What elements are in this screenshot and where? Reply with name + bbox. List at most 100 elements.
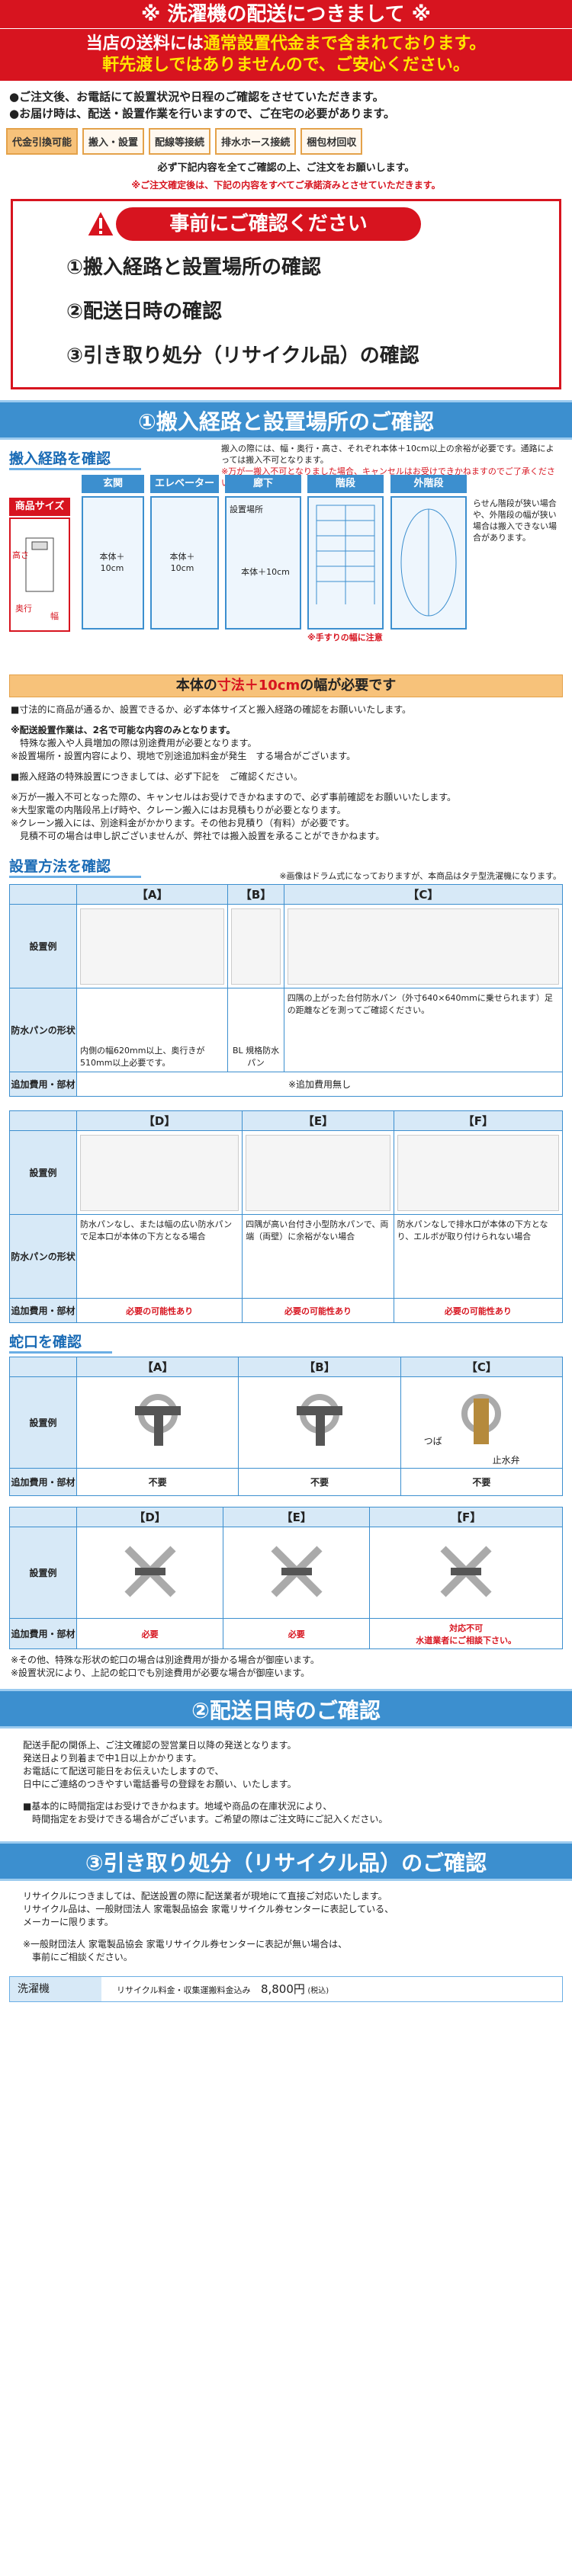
col-header: 【E】	[242, 1110, 394, 1131]
service-tags: 代金引換可能 搬入・設置 配線等接続 排水ホース接続 梱包材回収	[0, 122, 572, 155]
intro-notes: ●ご注文後、お電話にて設置状況や日程のご確認をさせていただきます。 ●お届け時は…	[0, 81, 572, 122]
para-line: 事前にご相談ください。	[23, 1952, 133, 1962]
faucet-image	[238, 1376, 401, 1469]
col-header: 【C】	[400, 1357, 564, 1377]
faucet-image	[223, 1527, 371, 1619]
install-cost: ※追加費用無し	[76, 1072, 563, 1097]
stairs-box	[307, 496, 384, 630]
row-label: 設置例	[9, 1527, 77, 1619]
faucet-note: ※設置状況により、上記の蛇口でも別途費用が必要な場合が御座います。	[11, 1668, 310, 1678]
para-line: 見積不可の場合は申し訳ございませんが、弊社では搬入設置を承ることができかねます。	[11, 831, 385, 841]
fee-row: 洗濯機 リサイクル料金・収集運搬料金込み 8,800円 (税込)	[9, 1976, 563, 2002]
row-label: 追加費用・部材	[9, 1468, 77, 1496]
requirement-text-a: 本体の	[175, 678, 217, 694]
install-note: ※画像はドラム式になっておりますが、本商品はタテ型洗濯機になります。	[279, 871, 561, 881]
para-line: ※配送設置作業は、2名で可能な内容のみとなります。	[11, 725, 236, 735]
elevator-dim: 本体＋10cm	[169, 552, 195, 573]
service-tag: 搬入・設置	[82, 128, 145, 155]
section3-band: ③引き取り処分（リサイクル品）のご確認	[0, 1841, 572, 1881]
faucet-icon	[296, 1394, 342, 1446]
confirm-note: 必ず下記内容を全てご確認の上、ご注文をお願いします。	[157, 162, 415, 174]
pan-desc: 内側の幅620mm以上、奥行きが510mm以上必要です。	[76, 988, 229, 1072]
para-line: ※一般財団法人 家電製品協会 家電リサイクル券センターに表記が無い場合は、	[23, 1939, 348, 1950]
confirm-box: 事前にご確認ください ①搬入経路と設置場所の確認 ②配送日時の確認 ③引き取り処…	[11, 199, 561, 389]
col-header: 【B】	[227, 884, 284, 905]
row-label: 設置例	[9, 904, 77, 988]
faucet-cost: 必要	[76, 1618, 224, 1649]
faucet-cost: 不要	[400, 1468, 564, 1496]
intro-note: ●ご注文後、お電話にて設置状況や日程のご確認をさせていただきます。	[9, 90, 384, 104]
faucet-image	[76, 1527, 224, 1619]
section2-band: ②配送日時のご確認	[0, 1689, 572, 1729]
para-line: 時間指定をお受けできる場合がございます。ご希望の際はご注文時にご記入ください。	[23, 1814, 388, 1825]
faucet-image	[76, 1376, 239, 1469]
install-place-label: 設置場所	[230, 505, 263, 514]
row-label: 防水パンの形状	[9, 988, 77, 1072]
faucet-icon	[461, 1394, 502, 1444]
install-cost: 必要の可能性あり	[393, 1298, 564, 1323]
fee-value: 8,800円	[260, 1982, 305, 1996]
route-label: 外階段	[390, 475, 467, 493]
pan-desc: BL 規格防水パン	[227, 988, 284, 1072]
route-diagram: 商品サイズ 高さ 奥行 幅 玄関 本体＋10cm エレベーター 本体＋10cm …	[9, 475, 563, 673]
row-label: 追加費用・部材	[9, 1298, 77, 1323]
para-line: ■基本的に時間指定はお受けできかねます。地域や商品の在庫状況により、	[23, 1801, 333, 1812]
dim-height: 高さ	[12, 550, 29, 560]
para-line: リサイクル品は、一般財団法人 家電製品協会 家電リサイクル券センターに表記してい…	[23, 1904, 394, 1914]
entrance-dim: 本体＋10cm	[99, 552, 125, 573]
header-line2: 軒先渡しではありませんので、ご安心ください。	[102, 56, 470, 75]
requirement-text-b: 寸法＋10cm	[217, 678, 300, 694]
service-tag: 代金引換可能	[6, 128, 79, 155]
install-image	[80, 908, 225, 985]
section1-paras: ■寸法的に商品が通るか、設置できるか、必ず本体サイズと搬入経路の確認をお願いいた…	[0, 699, 572, 847]
install-title: 設置方法を確認	[9, 855, 142, 878]
cross-icon	[440, 1546, 492, 1597]
route-label: 商品サイズ	[9, 498, 70, 516]
faucet-cost-cell: 対応不可水道業者にご相談下さい。	[369, 1618, 563, 1649]
hallway-dim: 本体＋10cm	[241, 567, 290, 577]
route-note: 搬入の際には、幅・奥行・高さ、それぞれ本体＋10cm以上の余裕が必要です。通路に…	[221, 443, 557, 489]
row-label: 追加費用・部材	[9, 1618, 77, 1649]
install-image	[397, 1134, 559, 1211]
install-table-2: 【D】 【E】 【F】 設置例 防水パンの形状 防水パンなし、または幅の広い防水…	[9, 1110, 564, 1323]
confirm-item: ②配送日時の確認	[66, 300, 223, 323]
cross-icon	[124, 1546, 176, 1597]
col-header: 【C】	[283, 884, 564, 905]
fee-label: リサイクル料金・収集運搬料金込み	[117, 1985, 251, 1995]
para-line: ■搬入経路の特殊設置につきましては、必ず下記を ご確認ください。	[11, 771, 303, 782]
install-table-1: 【A】 【B】 【C】 設置例 防水パンの形状 内側の幅620mm以上、奥行きが…	[9, 884, 564, 1097]
para-line: 日中にご連絡のつきやすい電話番号の登録をお願い、いたします。	[23, 1779, 297, 1789]
page-title: ※ 洗濯機の配送につきまして ※	[0, 0, 572, 29]
route-label: 階段	[307, 475, 384, 493]
faucet-note: ※その他、特殊な形状の蛇口の場合は別途費用が掛かる場合が御座います。	[11, 1655, 320, 1665]
faucet-image	[369, 1527, 563, 1619]
warning-icon	[85, 209, 116, 237]
para-line: メーカーに限ります。	[23, 1917, 114, 1927]
para-line: ■寸法的に商品が通るか、設置できるか、必ず本体サイズと搬入経路の確認をお願いいた…	[11, 704, 412, 715]
cross-icon	[271, 1546, 323, 1597]
col-header: 【E】	[223, 1507, 371, 1527]
route-label: 玄関	[82, 475, 144, 493]
faucet-cost: 必要	[223, 1618, 371, 1649]
col-header: 【A】	[76, 1357, 239, 1377]
install-image	[287, 908, 559, 985]
outer-stairs-box	[390, 496, 467, 630]
faucet-table-1: 【A】 【B】 【C】 設置例 つば 止水弁 追加費用・部材 不要 不要 不要	[9, 1357, 564, 1496]
pan-desc: 防水パンなしで排水口が本体の下方となり、エルボが取り付けられない場合	[393, 1214, 564, 1299]
pan-desc: 四隅が高い台付き小型防水パンで、両端（両壁）に余裕がない場合	[242, 1214, 394, 1299]
c-label: つば	[423, 1436, 442, 1447]
install-image	[80, 1134, 239, 1211]
para-line: ※万が一搬入不可となった際の、キャンセルはお受けできかねますので、必ず事前確認を…	[11, 792, 457, 803]
confirm-note-red: ※ご注文確定後は、下記の内容をすべてご承諾済みとさせていただきます。	[131, 180, 441, 191]
dim-width: 幅	[50, 611, 59, 621]
faucet-title: 蛇口を確認	[9, 1331, 113, 1354]
route-title: 搬入経路を確認	[9, 447, 142, 470]
para-line: 配送手配の関係上、ご注文確認の翌営業日以降の発送となります。	[23, 1740, 297, 1751]
install-cost: 必要の可能性あり	[242, 1298, 394, 1323]
outer-stair-note: らせん階段が狭い場合や、外階段の幅が狭い場合は搬入できない場合があります。	[473, 498, 557, 543]
product-size-box: 高さ 奥行 幅	[9, 517, 70, 632]
faucet-icon	[134, 1394, 181, 1446]
fee-item: 洗濯機	[10, 1977, 101, 2001]
pan-desc: 防水パンなし、または幅の広い防水パンで足本口が本体の下方となる場合	[76, 1214, 243, 1299]
stair-note: ※手すりの幅に注意	[307, 633, 383, 642]
